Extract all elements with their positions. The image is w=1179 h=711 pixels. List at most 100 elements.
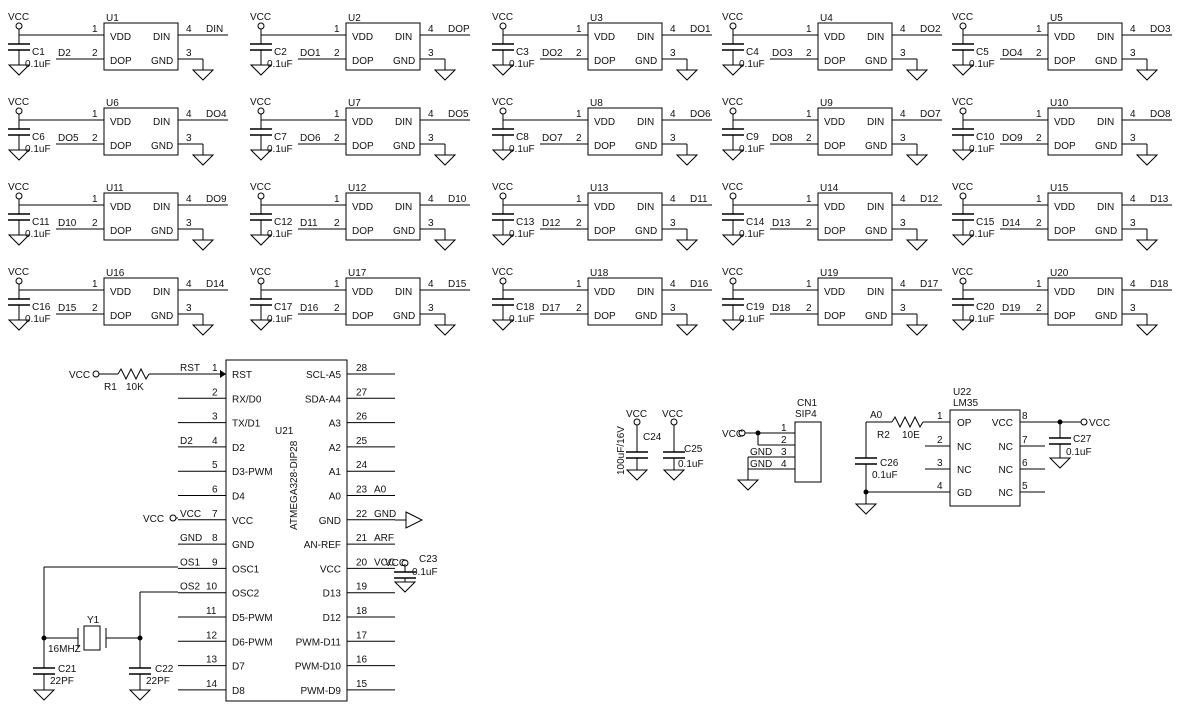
- mcu-ref: U21: [275, 426, 294, 437]
- cap-ref: C14: [746, 217, 765, 228]
- module-dout-net: DO7: [542, 133, 563, 144]
- mcu-pin-net: A0: [374, 485, 387, 496]
- pin-vdd: VDD: [352, 32, 373, 43]
- module-vcc-label: VCC: [952, 267, 973, 278]
- pin-num: 1: [1036, 279, 1042, 290]
- pin-num: 4: [1130, 109, 1136, 120]
- module-ref: U1: [106, 13, 119, 24]
- mcu-pin-name: TX/D1: [232, 419, 261, 430]
- pin-vdd: VDD: [594, 287, 615, 298]
- pin-dop: DOP: [352, 226, 374, 237]
- module-din-net: D17: [920, 279, 939, 290]
- pin-num: 3: [428, 303, 434, 314]
- c23-cap: VCC C23 0.1uF: [385, 554, 438, 593]
- cn1-ref: CN1: [797, 398, 817, 409]
- pin-gnd: GND: [635, 56, 657, 67]
- ground-symbol: [249, 149, 273, 161]
- pin-num: 2: [1036, 303, 1042, 314]
- c22-value: 22PF: [146, 676, 170, 687]
- pin-din: DIN: [867, 287, 884, 298]
- cn1-pin1: 1: [781, 423, 787, 434]
- module-vcc-label: VCC: [722, 267, 743, 278]
- pin-gnd: GND: [635, 226, 657, 237]
- pin-num: 4: [428, 194, 434, 205]
- module-body: [1047, 192, 1123, 241]
- module-vcc-label: VCC: [492, 97, 513, 108]
- pin-num: 1: [806, 279, 812, 290]
- module-vcc-label: VCC: [722, 97, 743, 108]
- y1-crystal: [83, 625, 101, 651]
- mcu-pin-name: OSC1: [232, 564, 260, 575]
- mcu-pin-name: AN-REF: [304, 540, 341, 551]
- cap-ref: C6: [32, 132, 45, 143]
- pin-din: DIN: [867, 202, 884, 213]
- cap-ref: C13: [516, 217, 535, 228]
- pin-num: 2: [806, 218, 812, 229]
- vcc-port: [15, 22, 23, 30]
- cap-value: 0.1uF: [25, 314, 51, 325]
- mcu-pin-name: D4: [232, 492, 245, 503]
- mcu-pin-num: 19: [356, 582, 368, 593]
- cap-value: 0.1uF: [739, 229, 765, 240]
- mcu-pin-name: VCC: [320, 564, 341, 575]
- pin-gnd: GND: [635, 311, 657, 322]
- cn1-pin2: 2: [781, 435, 787, 446]
- mcu-pin-num: 5: [212, 460, 218, 471]
- cap-value: 0.1uF: [509, 229, 535, 240]
- pin-num: 1: [806, 24, 812, 35]
- u22-pin-num: 8: [1022, 411, 1028, 422]
- ground-symbol: [1135, 239, 1159, 251]
- ground-symbol: [191, 324, 215, 336]
- mcu-pin-net: OS2: [180, 582, 200, 593]
- c22-ref: C22: [155, 664, 174, 675]
- cap-value: 0.1uF: [25, 229, 51, 240]
- pin-din: DIN: [153, 202, 170, 213]
- c25-value: 0.1uF: [678, 459, 704, 470]
- pin-dop: DOP: [1054, 311, 1076, 322]
- pin-num: 4: [186, 109, 192, 120]
- cap-ref: C5: [976, 47, 989, 58]
- pin-num: 2: [576, 303, 582, 314]
- module-dout-net: D17: [542, 303, 561, 314]
- module-vcc-label: VCC: [952, 182, 973, 193]
- ground-symbol: [951, 234, 975, 246]
- cap-ref: C8: [516, 132, 529, 143]
- ground-symbol: [7, 64, 31, 76]
- pin-dop: DOP: [352, 311, 374, 322]
- module-din-net: D11: [690, 194, 708, 205]
- vcc-port-r1: [92, 370, 100, 378]
- module-vcc-label: VCC: [250, 97, 271, 108]
- c27-ref: C27: [1073, 434, 1092, 445]
- cn1-connector: CN1 SIP4 VCC 1 2 3 4 GND GND: [722, 398, 822, 491]
- pin-vdd: VDD: [824, 202, 845, 213]
- pin-num: 3: [900, 218, 906, 229]
- pin-num: 2: [806, 48, 812, 59]
- c25-vcc: VCC: [662, 409, 683, 420]
- mcu-pin-name: A3: [329, 419, 342, 430]
- ground-symbol: [721, 319, 745, 331]
- mcu-pin-num: 11: [206, 606, 217, 617]
- module-din-net: DOP: [448, 24, 470, 35]
- module-vcc-label: VCC: [8, 97, 29, 108]
- cap-ref: C7: [274, 132, 287, 143]
- module-ref: U18: [590, 268, 609, 279]
- cn1-pin4: 4: [781, 459, 787, 470]
- pin-vdd: VDD: [824, 287, 845, 298]
- module-din-net: DO9: [206, 194, 227, 205]
- mcu-pin-net: VCC: [374, 557, 395, 568]
- module-dout-net: DO8: [772, 133, 793, 144]
- pin-num: 2: [92, 303, 98, 314]
- module-dout-net: D19: [1002, 303, 1021, 314]
- cap-value: 0.1uF: [739, 144, 765, 155]
- cap-value: 0.1uF: [969, 144, 995, 155]
- mcu-vcc-port: VCC: [143, 514, 178, 525]
- pin-num: 2: [334, 133, 340, 144]
- module-din-net: D18: [1150, 279, 1169, 290]
- ground-symbol: [1135, 324, 1159, 336]
- pin-num: 4: [900, 194, 906, 205]
- pin-vdd: VDD: [110, 287, 131, 298]
- pin-num: 4: [670, 194, 676, 205]
